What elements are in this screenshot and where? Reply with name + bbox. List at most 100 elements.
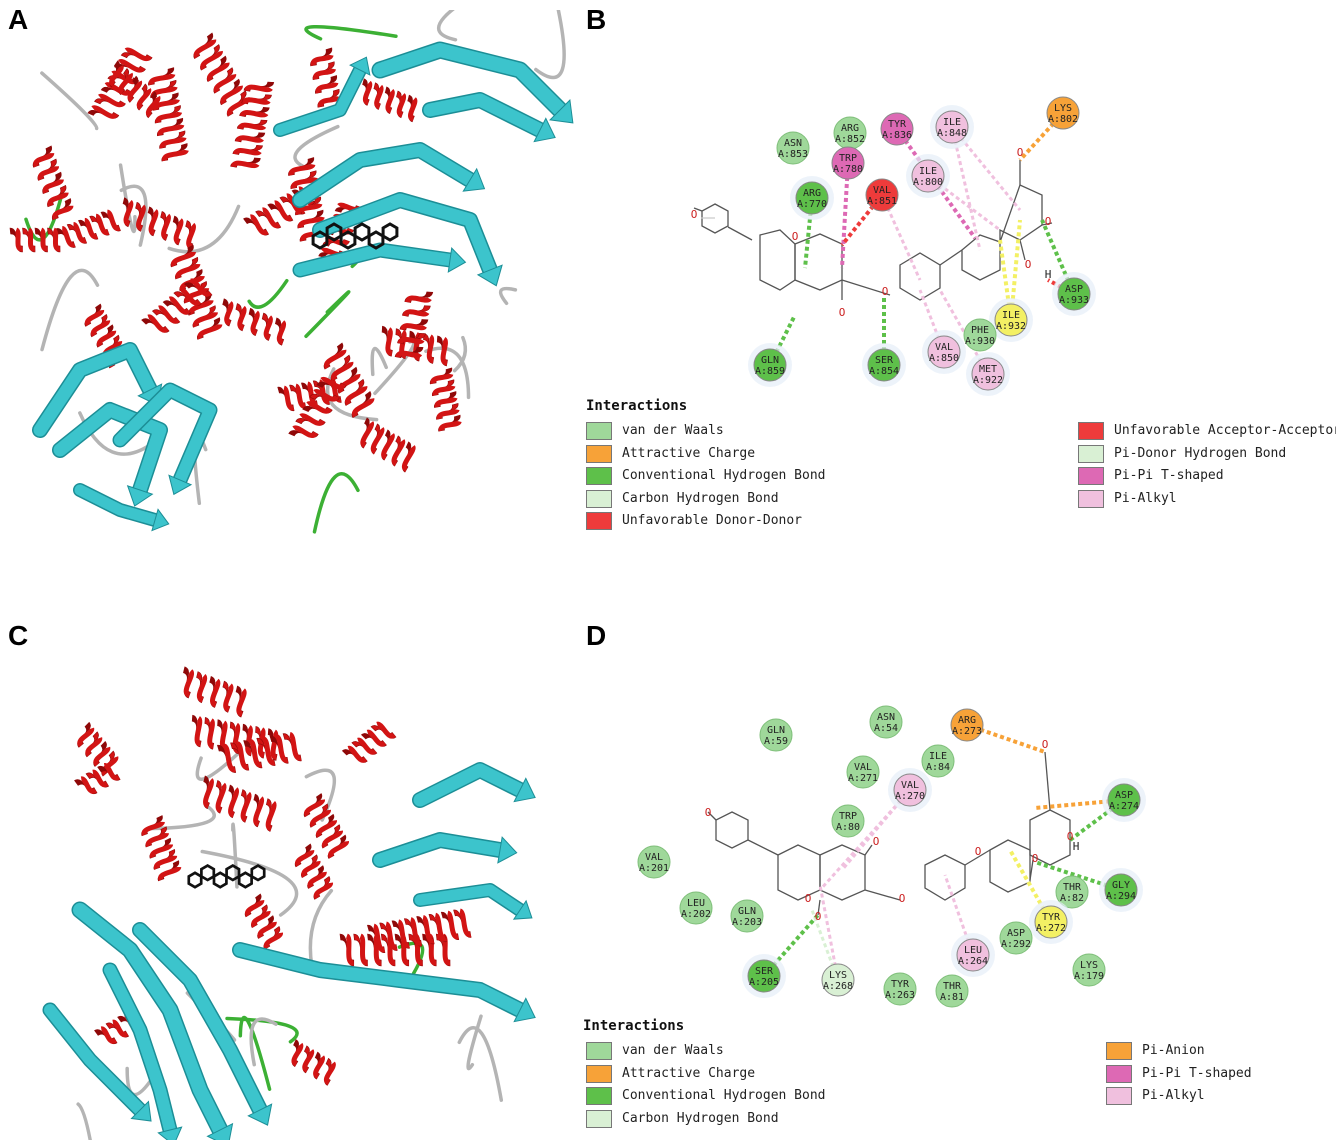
alpha-helix [291,1039,336,1086]
residue-disc [1034,905,1068,939]
residue-number: A:852 [835,134,865,145]
residue-name: TRP [839,811,857,822]
interaction-bond [895,127,977,240]
residue-name: ARG [803,188,821,199]
residue-disc [747,959,781,993]
oxygen-label: O [873,835,880,848]
oxygen-label: O [691,208,698,221]
residue-number: A:854 [869,366,899,377]
coil-loop [249,1017,278,1067]
interaction-bond [840,162,850,269]
residue-disc [1072,953,1106,987]
legend-swatch [586,1042,612,1060]
panel-label-d: D [586,620,607,651]
legend-label: Pi-Alkyl [1142,1088,1205,1103]
coil-loop [498,286,518,306]
residue-disc [679,891,713,925]
coil-loop [452,335,468,373]
legend-swatch [586,444,612,463]
alpha-helix [288,376,347,438]
coil-loop [424,346,471,400]
residue-disc [753,348,787,382]
coil-loop [76,1102,92,1140]
oxygen-label: O [839,306,846,319]
legend-label: van der Waals [622,423,724,438]
residue-number: A:82 [1060,893,1084,904]
residue-number: A:179 [1074,971,1104,982]
residue-number: A:294 [1106,891,1136,902]
residue-name: ILE [929,751,947,762]
legend-swatch [586,1109,612,1128]
oxygen-label: O [1025,258,1032,271]
alpha-helix [109,60,161,119]
residue-number: A:264 [958,956,988,967]
coil-loop [225,1016,299,1044]
alpha-helix [222,298,287,346]
oxygen-label: O [1042,738,1049,751]
residue-number: A:930 [965,336,995,347]
residue-nodes-d: GLNA:59ASNA:54ARGA:273VALA:271ILEA:84VAL… [637,705,1146,1008]
legend-swatch [586,467,612,485]
residue-name: VAL [901,780,919,791]
residue-disc [1107,783,1141,817]
alpha-helix [32,145,74,221]
legend-label: Unfavorable Donor-Donor [622,513,803,528]
coil-loop [373,339,416,396]
residue-number: A:770 [797,199,827,210]
residue-name: SER [875,355,894,366]
beta-sheet [292,242,467,278]
oxygen-label: O [705,806,712,819]
residue-name: ARG [841,123,859,134]
oxygen-label: O [882,285,889,298]
legend-swatch [1106,1064,1132,1083]
residue-name: LEU [964,945,982,956]
alpha-helix [9,227,61,253]
oxygen-label: O [792,230,799,243]
residue-disc [956,938,990,972]
alpha-helix [203,775,277,832]
legend-label: Conventional Hydrogen Bond [622,1088,826,1103]
legend-label: Carbon Hydrogen Bond [622,490,779,506]
residue-disc [1104,873,1138,907]
coil-loop [457,1026,504,1102]
beta-sheet [232,942,536,1023]
interaction-bond [803,197,814,269]
residue-disc [730,899,764,933]
residue-name: VAL [935,342,953,353]
legend-swatch [586,1087,612,1105]
beta-sheet [42,1002,152,1122]
legend-label: Attractive Charge [622,1065,756,1081]
residue-name: TYR [1042,912,1061,923]
coil-loop [231,822,239,889]
interaction-diagram-b: ASNA:853ARGA:852TYRA:836ILEA:848LYSA:802… [691,96,1096,396]
residue-name: ILE [943,117,961,128]
residue-number: A:54 [874,723,898,734]
oxygen-label: O [1067,830,1074,843]
ligand-structure-b [693,160,1053,301]
residue-name: ASP [1007,928,1025,939]
legend-swatch [1106,1042,1132,1060]
residue-disc [883,972,917,1006]
residue-number: A:205 [749,977,779,988]
legend-label: Pi-Alkyl [1114,490,1177,506]
legend-swatch [586,1064,612,1083]
legend-label: Pi-Pi T-shaped [1142,1065,1252,1081]
coil-loop [200,849,299,917]
residue-name: ASP [1065,284,1083,295]
interaction-bond [810,909,840,981]
legend-label: Attractive Charge [622,445,756,461]
residue-name: ILE [1002,310,1020,321]
